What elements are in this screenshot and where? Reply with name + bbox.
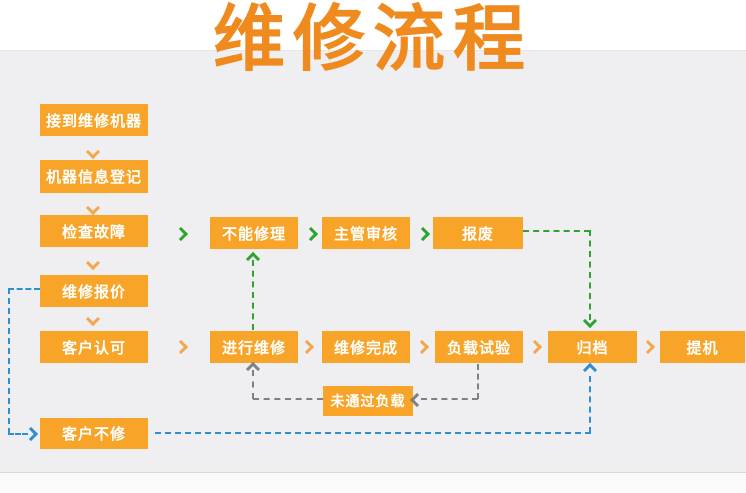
connector-quote-to-decline [8, 433, 28, 435]
node-repair-quote: 维修报价 [40, 275, 148, 307]
node-inspect-fault: 检查故障 [40, 215, 148, 247]
connector-decline-to-archive [155, 432, 591, 434]
chevron-right-icon [415, 339, 429, 353]
footer-band [0, 473, 746, 493]
page-title: 维修流程 [212, 0, 533, 80]
chevron-right-icon [528, 339, 542, 353]
arrowhead-left-icon [410, 392, 424, 406]
node-pickup-machine: 提机 [660, 331, 745, 363]
node-register-info: 机器信息登记 [40, 160, 148, 193]
chevron-down-icon [86, 200, 100, 214]
node-repair-complete: 维修完成 [322, 331, 410, 363]
arrowhead-up-icon [583, 362, 597, 376]
node-supervisor-review: 主管审核 [322, 217, 410, 249]
node-archive: 归档 [548, 331, 637, 363]
node-load-test: 负载试验 [435, 331, 523, 363]
chevron-down-icon [86, 144, 100, 158]
node-receive-machine: 接到维修机器 [40, 104, 148, 136]
arrowhead-up-icon [246, 361, 260, 375]
arrowhead-down-icon [583, 313, 597, 327]
chevron-right-icon [416, 226, 430, 240]
node-load-fail: 未通过负载 [323, 386, 413, 416]
arrowhead-up-icon [246, 251, 260, 265]
connector-loadfail-to-dorepair [252, 370, 254, 399]
chevron-right-icon [174, 339, 188, 353]
connector-loadfail-to-dorepair [253, 398, 323, 400]
node-customer-decline: 客户不修 [40, 418, 148, 449]
node-customer-approve: 客户认可 [40, 331, 148, 363]
connector-loadtest-to-loadfail [421, 398, 478, 400]
node-do-repair: 进行维修 [210, 331, 298, 363]
connector-quote-to-decline [8, 288, 40, 290]
chevron-right-icon [641, 339, 655, 353]
connector-decline-to-archive [589, 376, 591, 433]
connector-dorepair-to-cannot [252, 260, 254, 330]
connector-quote-to-decline [8, 288, 10, 434]
node-cannot-repair: 不能修理 [210, 217, 298, 249]
chevron-right-icon [174, 226, 188, 240]
connector-scrap-to-archive [589, 230, 591, 320]
connector-loadtest-to-loadfail [477, 364, 479, 399]
chevron-right-icon [304, 226, 318, 240]
chevron-right-icon [300, 339, 314, 353]
node-scrap: 报废 [433, 217, 523, 249]
connector-scrap-to-archive [523, 230, 590, 232]
chevron-down-icon [86, 311, 100, 325]
arrowhead-right-icon [24, 426, 38, 440]
chevron-down-icon [86, 255, 100, 269]
